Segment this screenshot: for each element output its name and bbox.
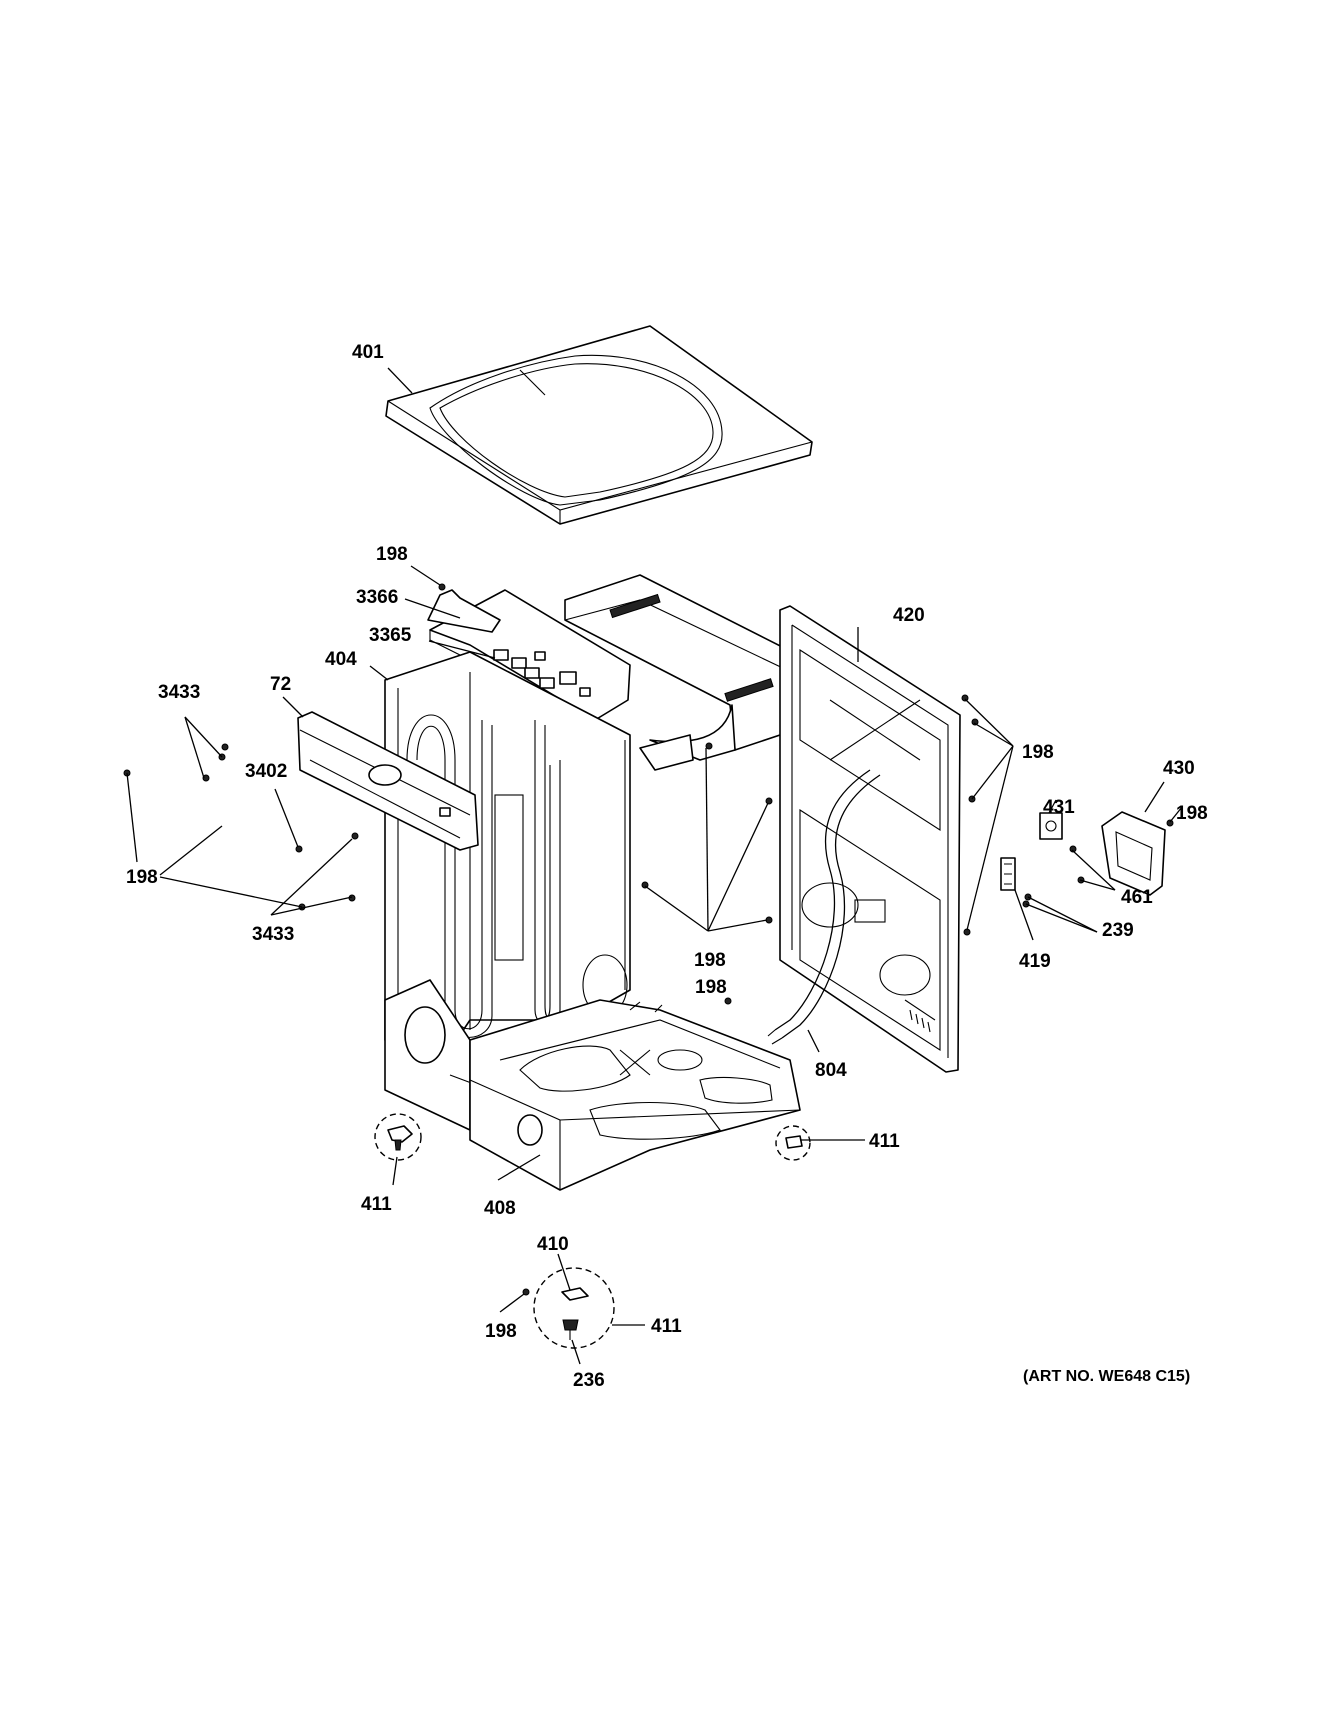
label-198-bottom: 198 xyxy=(485,1321,517,1342)
base-408 xyxy=(469,999,801,1191)
part-labels: 401 198 3366 3365 404 420 3433 72 3402 1… xyxy=(126,342,1208,1391)
label-411-right: 411 xyxy=(869,1131,900,1152)
leg-411-detail xyxy=(533,1267,615,1349)
power-cord-804 xyxy=(767,769,881,1045)
label-431: 431 xyxy=(1043,797,1075,818)
top-panel-401 xyxy=(385,325,813,525)
component-419 xyxy=(1000,857,1016,891)
label-198-top: 198 xyxy=(376,544,408,565)
label-3366: 3366 xyxy=(356,587,398,608)
label-419: 419 xyxy=(1019,951,1051,972)
label-404: 404 xyxy=(325,649,357,670)
art-number: (ART NO. WE648 C15) xyxy=(1023,1368,1190,1385)
label-3365: 3365 xyxy=(369,625,412,646)
leg-411-left xyxy=(374,1113,422,1161)
cabinet-404 xyxy=(384,651,631,1131)
rear-panel-420 xyxy=(779,605,961,1073)
leg-411-right xyxy=(775,1125,811,1161)
label-420: 420 xyxy=(893,605,925,626)
label-3402: 3402 xyxy=(245,761,287,782)
label-198-left: 198 xyxy=(126,867,158,888)
label-430: 430 xyxy=(1163,758,1195,779)
bracket-3366 xyxy=(427,589,501,633)
label-198-right: 198 xyxy=(1022,742,1054,763)
label-401: 401 xyxy=(352,342,384,363)
label-411-left: 411 xyxy=(361,1194,392,1215)
label-72: 72 xyxy=(270,674,291,695)
label-3433-bottom: 3433 xyxy=(252,924,294,945)
label-198-mid: 198 xyxy=(694,950,726,971)
label-804: 804 xyxy=(815,1060,847,1081)
component-431 xyxy=(1039,812,1063,840)
label-236: 236 xyxy=(573,1370,605,1391)
label-3433-top: 3433 xyxy=(158,682,200,703)
label-198-430: 198 xyxy=(1176,803,1208,824)
label-461: 461 xyxy=(1121,887,1153,908)
label-411-bottom: 411 xyxy=(651,1316,682,1337)
rear-cover-box xyxy=(564,574,811,771)
label-408: 408 xyxy=(484,1198,516,1219)
bracket-72 xyxy=(297,711,479,851)
label-198-mid2: 198 xyxy=(695,977,727,998)
label-239: 239 xyxy=(1102,920,1134,941)
label-410: 410 xyxy=(537,1234,569,1255)
leader-lines xyxy=(126,367,1183,1365)
duct-430 xyxy=(1101,811,1166,896)
